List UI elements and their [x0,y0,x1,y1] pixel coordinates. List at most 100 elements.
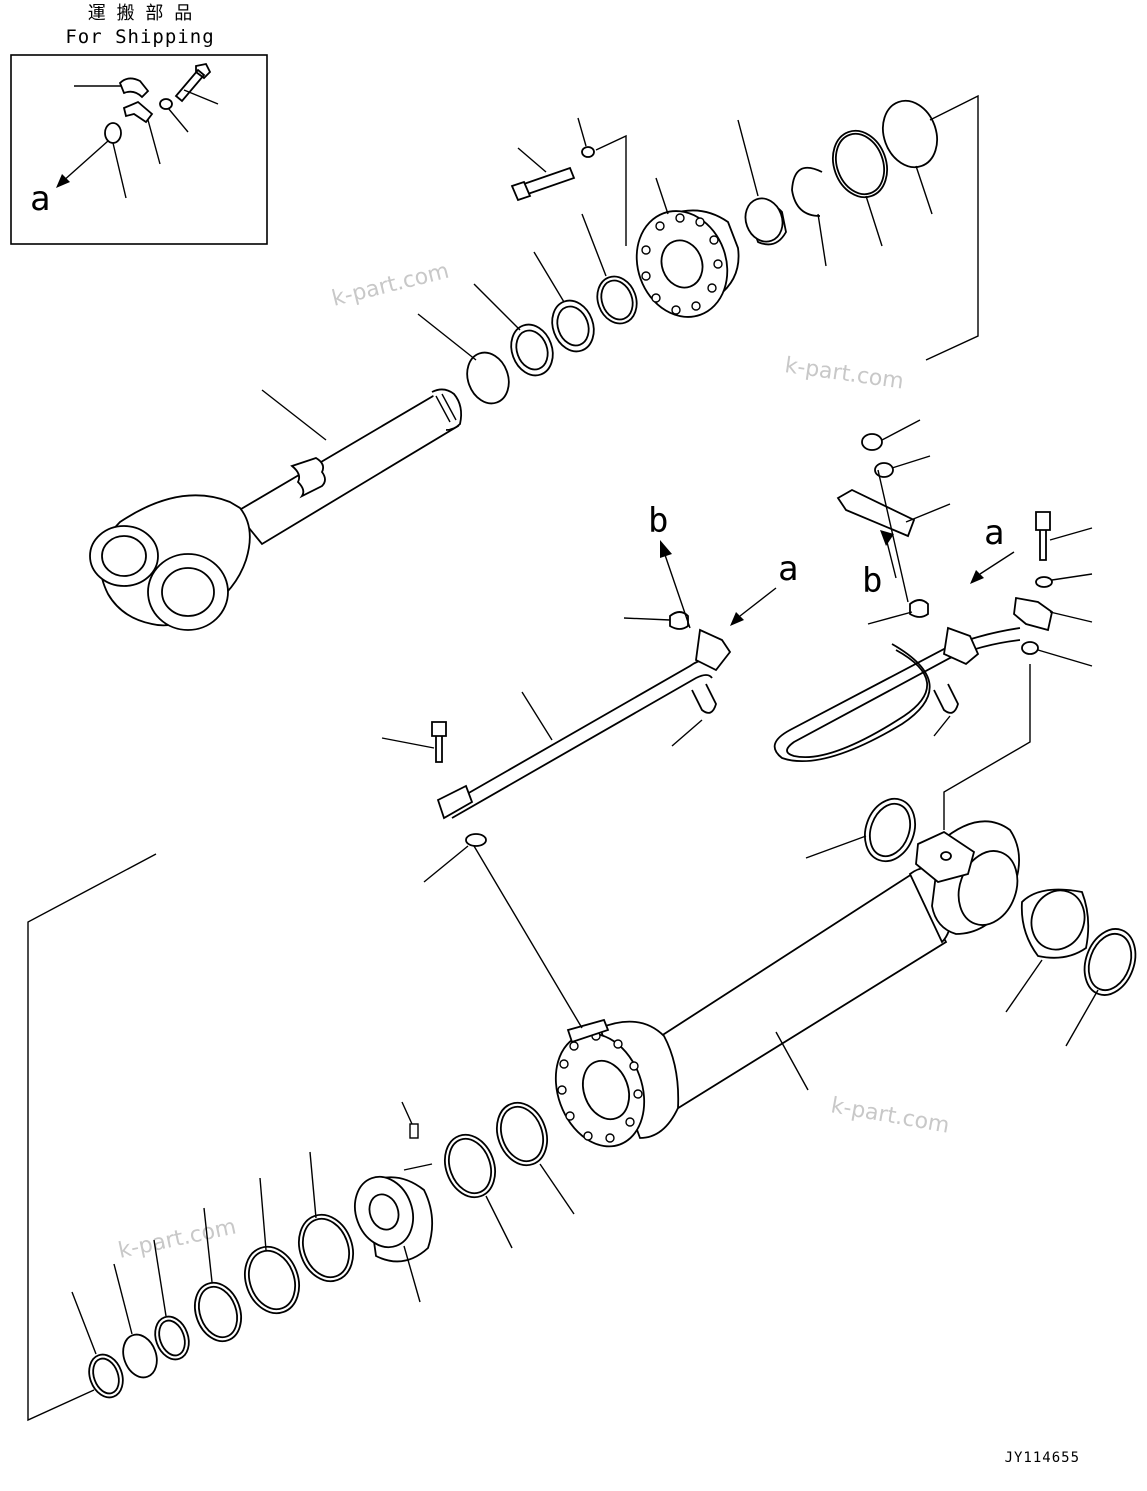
leader-line [309,1151,317,1219]
tube-bushing-face [1030,889,1086,951]
plate-washer [874,462,894,478]
block-bolt [1035,511,1051,561]
set-screw [409,1123,419,1139]
leader-line [905,503,951,523]
pipe-screw [431,721,447,763]
dust-seal [864,797,916,863]
head-bolt-holes [641,213,723,315]
tube-seal-ring [1083,928,1137,996]
seal-ring [466,351,510,405]
rod-end [431,388,463,431]
head-bore [660,239,704,289]
callout-b: b [862,561,882,601]
pipe-loop-outer [773,627,1021,763]
leader-line [423,845,469,883]
shipping-inset: 運 搬 部 品 For Shipping a [10,3,268,245]
leader-line [203,1207,213,1283]
arrow-head [880,530,894,546]
shipping-title-jp: 運 搬 部 品 [88,3,193,24]
arrow-line [61,140,109,183]
seal-ring-inner [556,305,590,347]
leader-line [517,147,547,173]
pipe-block [1013,596,1054,632]
arrow-head [56,174,70,188]
leader-line [865,195,883,247]
piston-bore [368,1193,400,1231]
cylinder-tube [423,820,1020,1148]
leader-line [183,89,219,105]
leader-line [867,611,913,625]
tube-parts-right [805,797,1137,1047]
seal-ring-inner [197,1285,239,1339]
tube-seal-ring-inner [1087,933,1133,991]
leader-line [381,737,435,749]
bushing-face [744,197,784,243]
leader-line [737,119,759,197]
leader-line [1049,611,1093,623]
tube-bore [582,1059,630,1121]
leader-line [1051,573,1093,581]
assembly-line [473,845,583,1029]
block-washer [1035,576,1053,588]
port-hole [940,851,952,861]
pipe-flange-lower [436,784,474,820]
leader-line [1037,649,1093,667]
arrow-line [739,587,777,617]
watermark: k-part.com [116,1215,238,1264]
o-ring [882,99,938,169]
pipe-inner [451,674,713,819]
snap-ring [791,166,823,217]
pipe-outer [445,659,711,807]
arrow-line [663,551,691,629]
wear-ring-inner [302,1217,350,1279]
shipping-bolt-part [174,62,212,103]
head-parts-right [737,94,979,361]
leader-line [259,1177,267,1251]
head-bolt [510,117,627,246]
seal-ring-inner [515,329,549,371]
leader-line [147,119,161,165]
callout-a: a [778,549,798,589]
seal-ring [551,299,595,353]
leader-line [71,1291,97,1355]
seal-ring [154,1315,190,1361]
arrow-line [885,537,897,579]
leader-line [805,835,867,859]
rod-groove [435,395,451,423]
arrow-head [970,570,984,584]
tube-plate [566,1018,610,1044]
seal-ring [194,1281,242,1343]
watermark: k-part.com [329,259,451,312]
leader-line [915,165,933,215]
leader-line [113,1263,133,1335]
wear-ring [244,1245,300,1315]
watermark: k-part.com [783,353,905,394]
tube-eye-bore [957,850,1019,926]
shipping-clip-part [122,100,154,124]
rod-shaft [234,390,460,546]
leader-line [881,419,921,441]
callout-b: b [648,501,668,541]
pipe-flange [943,626,980,666]
shipping-box [10,54,268,245]
seal-ring [510,323,554,377]
bolt-head [510,180,532,202]
rod-seal-rings [417,213,638,405]
leader-line [153,1239,167,1317]
pipe-clamp [909,599,929,618]
leader-line [473,283,521,331]
leader-line [1005,959,1043,1013]
pipe-right: b a [773,419,1093,830]
shipping-cap-part [118,77,150,99]
dust-seal-inner [868,802,912,858]
backup-ring-inner [835,132,885,196]
leader-line [891,455,931,469]
pipe-loop-inner [786,639,1021,759]
leader-line [167,107,189,133]
watermark: k-part.com [829,1093,951,1138]
shipping-washer-part [159,98,173,110]
leader-line [1049,527,1093,541]
backup-ring [832,129,888,199]
rod-groove [441,393,457,421]
